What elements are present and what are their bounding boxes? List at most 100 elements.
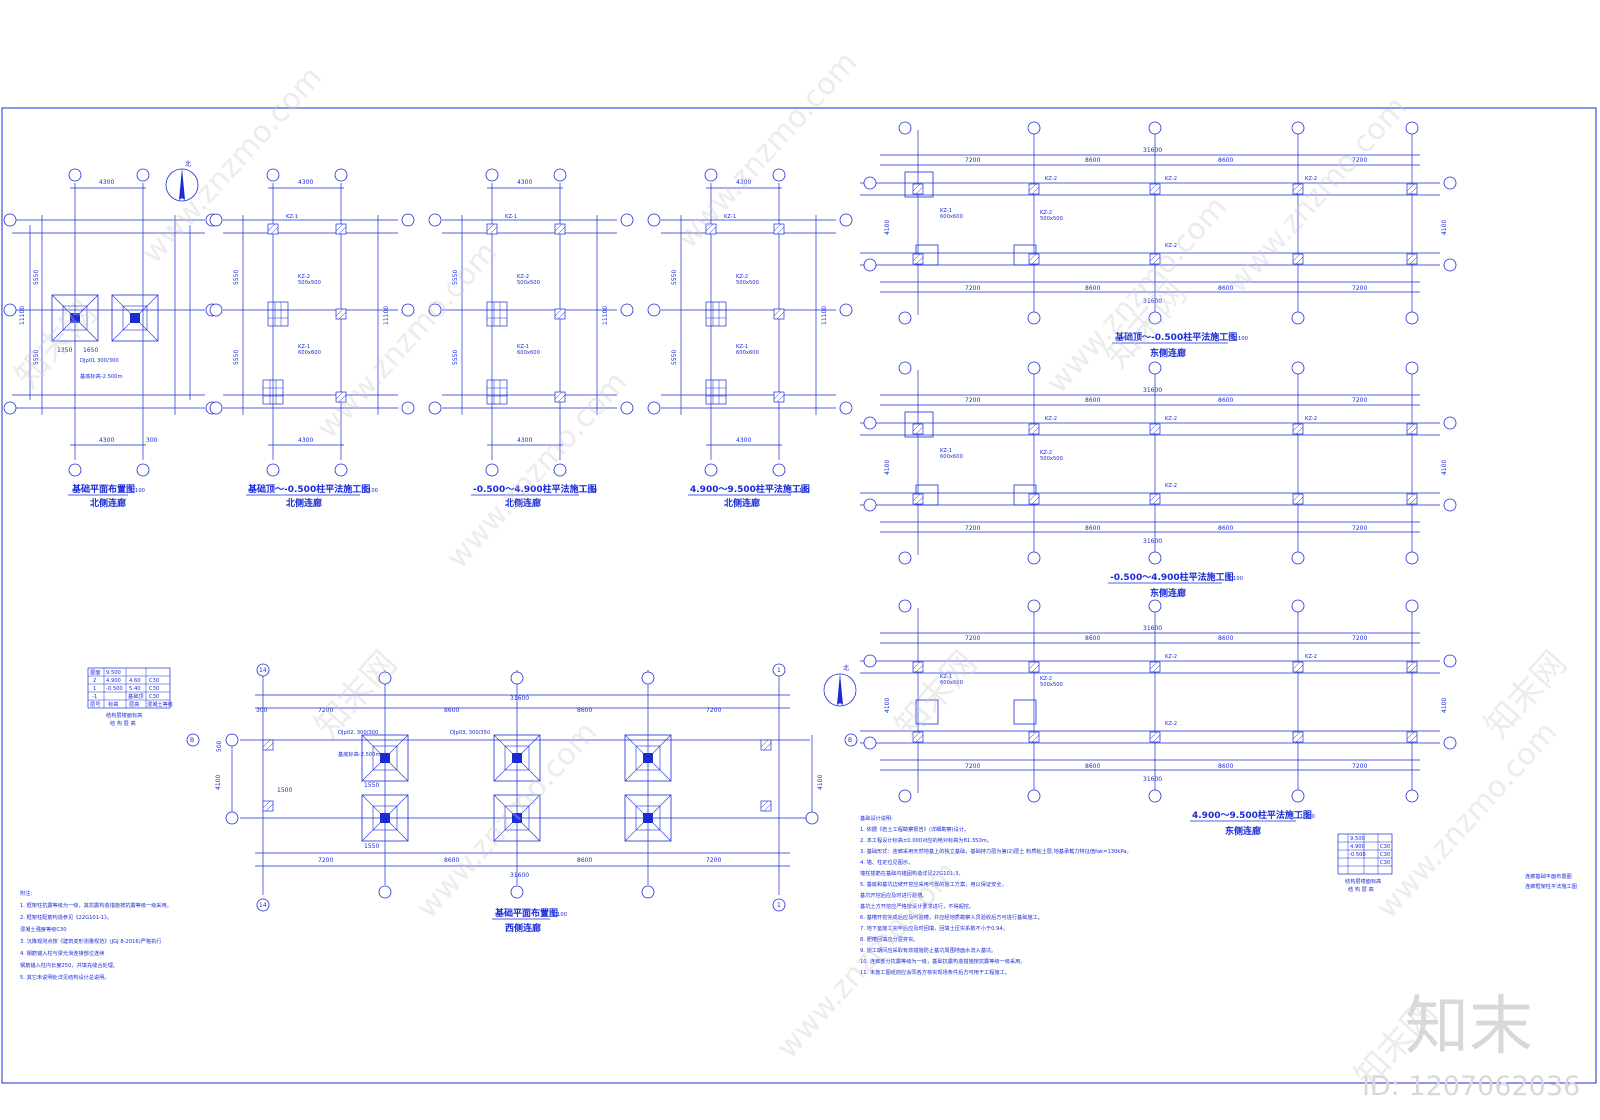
dim-4300: 4300 <box>736 179 751 186</box>
tag-kz1: KZ-1 <box>505 214 517 220</box>
drawing-scale: 1:100 <box>363 488 378 494</box>
dim-7200-c: 7200 <box>965 525 980 532</box>
drawing-title: 基础顶～-0.500柱平法施工图 <box>1114 331 1237 343</box>
watermark-id: ID: 1207062036 <box>1362 1071 1580 1102</box>
tag-kz1-b: KZ-1 <box>517 344 529 350</box>
dim-11100: 11100 <box>821 306 828 325</box>
north-panel-foundation: 4300 4300 300 5550 5550 11100 1650 1350 … <box>3 160 219 509</box>
dim-8600-b: 8600 <box>1218 635 1233 642</box>
dim-7200-b: 7200 <box>1352 157 1367 164</box>
level-r1c0: 2 <box>93 678 96 684</box>
tag-kz1: KZ-1 <box>940 208 952 214</box>
tag-kz2-d: KZ-2 <box>1165 243 1177 249</box>
footing-tag-dj03: DJp03, 300/350 <box>450 730 490 736</box>
level-right-caption-1: 结构层楼面标高 <box>1345 877 1381 885</box>
dim-31600: 31600 <box>1143 387 1162 394</box>
tag-kz2-spec: 500x500 <box>1040 216 1063 222</box>
dim-7200-c: 7200 <box>318 857 333 864</box>
axis-b-bubble <box>186 733 200 747</box>
dim-8600-b: 8600 <box>577 707 592 714</box>
tag-kz1: KZ-1 <box>724 214 736 220</box>
notes-right: 基础设计说明: 1. 依据《岩土工程勘察报告》(详细勘察)设计。 2. 本工程设… <box>860 814 1132 976</box>
dim-7200-d: 7200 <box>1352 525 1367 532</box>
notes-right-heading: 基础设计说明: <box>860 814 893 822</box>
drawing-title: -0.500～4.900柱平法施工图 <box>1110 571 1234 583</box>
tag-kz1-spec: 600x600 <box>940 454 963 460</box>
dim-7200-c: 7200 <box>965 285 980 292</box>
notes-right-line-9: 6. 基槽开挖完成后应及时验槽，并应经地质勘察人员验收后方可进行基础施工。 <box>860 913 1043 921</box>
tag-kz1-spec: 600x600 <box>736 350 759 356</box>
drawing-scale: 1:100 <box>582 488 597 494</box>
dim-4100-b: 4100 <box>1441 460 1448 475</box>
axis-14: 14 <box>259 667 267 674</box>
tag-kz1-b: KZ-1 <box>736 344 748 350</box>
tag-kz2: KZ-2 <box>1040 450 1052 456</box>
notes-right-line-5: 墙柱插筋在基础内锚固构造详见22G101-3。 <box>860 869 964 877</box>
tag-kz2-spec: 500x500 <box>1040 682 1063 688</box>
north-arrow-icon: 北 <box>823 664 857 707</box>
tag-kz2-spec: 500x500 <box>298 280 321 286</box>
level-right-caption-2: 结 构 层 高 <box>1348 885 1374 893</box>
notes-right-line-14: 11. 未施工图纸前应会同各方核实现场条件后方可用于工程施工。 <box>860 968 1010 976</box>
drawing-title: 4.900～9.500柱平法施工图 <box>1192 809 1312 821</box>
dim-11100: 11100 <box>602 306 609 325</box>
notes-left-heading: 附注: <box>20 889 32 897</box>
dim-4300: 4300 <box>298 179 313 186</box>
notes-left-line-3: 混凝土强度等级C30 <box>20 925 67 933</box>
watermark-brand-cn: 知末网 <box>887 643 985 746</box>
level-r4c3: 混凝土等级 <box>147 700 173 708</box>
footing-tag-dj01: DJp01 300/300 <box>80 358 119 364</box>
notes-right-line-2: 2. 本工程设计标高±0.000对应的绝对标高为81.350m。 <box>860 836 992 844</box>
west-panel-foundation: 14 14 1 1 B B 31600 7200 8600 8600 7200 … <box>186 663 858 934</box>
dim-8600-c: 8600 <box>1085 285 1100 292</box>
dim-8600-c: 8600 <box>444 857 459 864</box>
dim-4300-bottom: 4300 <box>99 437 114 444</box>
dim-5550-b: 5550 <box>33 350 40 365</box>
dim-4100: 4100 <box>884 460 891 475</box>
drawing-subtitle: 北侧连廊 <box>724 497 760 509</box>
drawing-subtitle: 北侧连廊 <box>286 497 322 509</box>
drawing-scale: 1:100 <box>130 488 145 494</box>
level-r4c1: 标高 <box>108 700 118 708</box>
dim-8600-b: 8600 <box>1218 397 1233 404</box>
dim-1350: 1350 <box>57 347 72 354</box>
sheet-border <box>1 107 1597 1084</box>
level-r0c0: 屋面 <box>90 669 100 676</box>
drawing-scale: 1:100 <box>552 912 567 918</box>
notes-right-line-10: 7. 地下室施工完毕后应及时回填，回填土压实系数不小于0.94。 <box>860 924 1008 932</box>
drawing-scale: 1:100 <box>1233 336 1248 342</box>
drawing-scale: 1:100 <box>794 488 809 494</box>
notes-right-line-6: 5. 基底和基坑边坡开挖应采用可靠的施工方案，用以保证安全。 <box>860 880 1007 888</box>
level-caption-1: 结构层楼面标高 <box>106 711 142 719</box>
dim-4100: 4100 <box>215 775 222 790</box>
axis-b-b: B <box>848 737 852 744</box>
level-right-r2c3: C30 <box>1380 852 1390 858</box>
watermark-site: www.znzmo.com <box>1370 715 1564 925</box>
drawing-title: 4.900～9.500柱平法施工图 <box>690 483 810 495</box>
dim-8600-c: 8600 <box>1085 525 1100 532</box>
tag-kz2: KZ-2 <box>517 274 529 280</box>
dim-8600-b: 8600 <box>1218 157 1233 164</box>
tag-kz1: KZ-1 <box>940 674 952 680</box>
north-label: 北 <box>185 160 191 168</box>
axis-14-bubble <box>256 663 270 677</box>
dim-7200-b: 7200 <box>706 707 721 714</box>
axis-1-bubble-b <box>772 898 786 912</box>
level-right-r1c3: C30 <box>1380 844 1390 850</box>
notes-right-line-4: 4. 墙、柱定位见图示。 <box>860 858 913 866</box>
drawing-subtitle: 东侧连廊 <box>1150 587 1186 599</box>
watermark-site: www.znzmo.com <box>440 365 634 575</box>
drawing-title: 基础顶～-0.500柱平法施工图 <box>247 483 370 495</box>
dim-7200-d: 7200 <box>706 857 721 864</box>
notes-right-line-1: 1. 依据《岩土工程勘察报告》(详细勘察)设计。 <box>860 825 969 833</box>
tag-kz1: KZ-1 <box>286 214 298 220</box>
dim-4100: 4100 <box>884 220 891 235</box>
east-panel-col-2: 31600 7200 8600 8600 7200 7200 8600 8600… <box>860 361 1457 599</box>
north-panel-col-2: 4300 4300 5550 5550 11100 KZ-1 KZ-2 500x… <box>428 168 634 509</box>
axis-b: B <box>190 737 194 744</box>
watermark-brand: 知末 <box>1405 990 1533 1064</box>
tag-kz2-spec: 500x500 <box>1040 456 1063 462</box>
drawing-scale: 1:100 <box>1300 814 1315 820</box>
level-r1c3: C30 <box>149 678 159 684</box>
level-right-r3c3: C30 <box>1380 860 1390 866</box>
